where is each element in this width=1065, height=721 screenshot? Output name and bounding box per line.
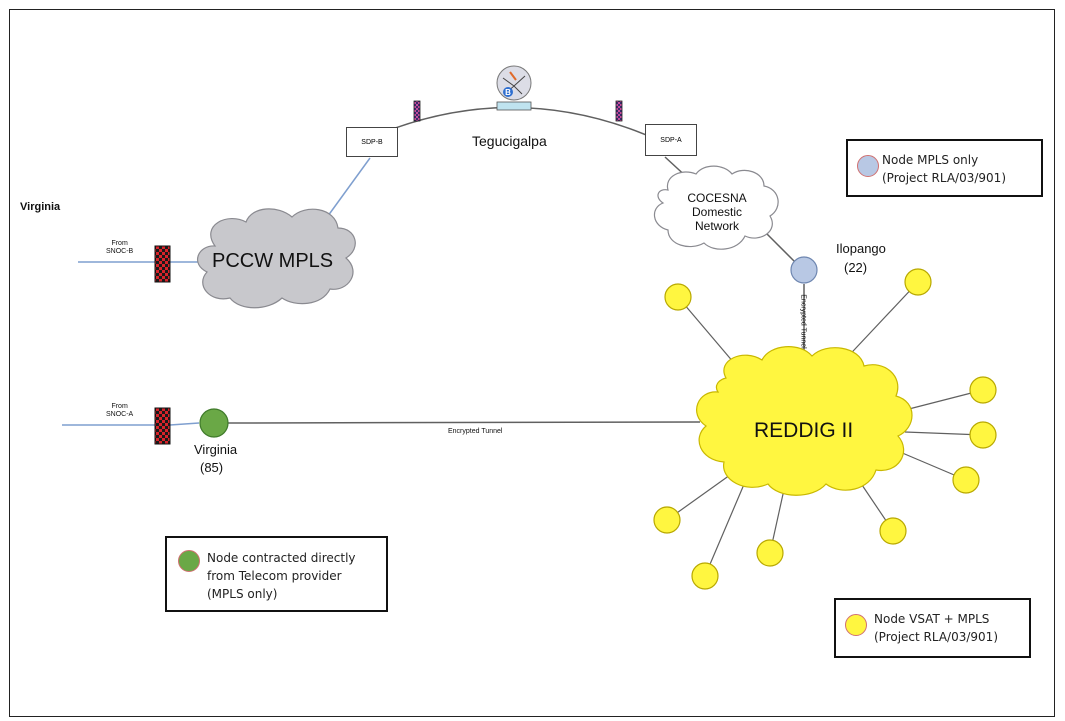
arc-demarc-left-icon — [413, 100, 421, 122]
router-icon: B — [496, 65, 532, 111]
cocesna-label: COCESNA Domestic Network — [680, 191, 754, 233]
mpls-only-swatch-icon — [857, 155, 879, 177]
legend-mpls-only-line1: Node MPLS only — [882, 153, 979, 167]
cocesna-label-line: COCESNA — [687, 191, 747, 205]
vsat-node[interactable] — [969, 376, 997, 404]
pccw-mpls-label: PCCW MPLS — [212, 250, 334, 272]
arc-demarc-right-icon — [615, 100, 623, 122]
legend-mpls-only: Node MPLS only (Project RLA/03/901) — [846, 139, 1043, 197]
virginia-node-name: Virginia — [194, 442, 238, 457]
from-label: From — [111, 403, 128, 410]
legend-telecom-line2: from Telecom provider — [207, 569, 342, 583]
snoc-b-demarc-icon — [154, 245, 171, 283]
legend-telecom-line3: (MPLS only) — [207, 587, 278, 601]
legend-vsat-mpls: Node VSAT + MPLS (Project RLA/03/901) — [834, 598, 1031, 658]
vsat-node[interactable] — [691, 562, 719, 590]
sdp-a-label: SDP-A — [660, 136, 682, 144]
virginia-node[interactable] — [199, 408, 229, 438]
link-sdpb-pccw — [324, 157, 371, 221]
ilopango-node[interactable] — [790, 256, 818, 284]
link-snoca-virginia — [169, 422, 200, 426]
reddig-ii-label: REDDIG II — [754, 419, 854, 442]
vsat-node[interactable] — [653, 506, 681, 534]
telecom-swatch-icon — [178, 550, 200, 572]
sdp-b-label: SDP-B — [361, 138, 383, 146]
snoc-a-label: SNOC-A — [106, 411, 134, 418]
sdp-a-box[interactable]: SDP-A — [645, 124, 697, 156]
cocesna-cloud — [654, 165, 779, 250]
from-snoc-a-label: From SNOC-A — [106, 403, 133, 419]
ilopango-id: (22) — [844, 260, 868, 275]
virginia-node-id: (85) — [200, 460, 224, 475]
legend-telecom: Node contracted directly from Telecom pr… — [165, 536, 388, 612]
vsat-node[interactable] — [952, 466, 980, 494]
vsat-node[interactable] — [756, 539, 784, 567]
legend-vsat-line1: Node VSAT + MPLS — [874, 612, 990, 626]
pccw-mpls-cloud — [196, 208, 356, 309]
vsat-node[interactable] — [664, 283, 692, 311]
svg-text:B: B — [505, 88, 511, 97]
ilopango-name: Ilopango — [836, 241, 886, 256]
vsat-node[interactable] — [904, 268, 932, 296]
snoc-b-label: SNOC-B — [106, 248, 134, 255]
legend-mpls-only-line2: (Project RLA/03/901) — [882, 171, 1007, 185]
vsat-node[interactable] — [879, 517, 907, 545]
cocesna-label-line: Network — [694, 219, 739, 233]
vsat-swatch-icon — [845, 614, 867, 636]
virginia-region-title: Virginia — [20, 201, 61, 213]
link-cocesna-ilopango — [764, 231, 796, 263]
reddig-ii-cloud — [696, 346, 913, 496]
snoc-a-demarc-icon — [154, 407, 171, 445]
encrypted-tunnel-vertical-label: Encrypted Tunnel — [799, 294, 807, 349]
legend-telecom-line1: Node contracted directly — [207, 551, 356, 565]
encrypted-tunnel-label: Encrypted Tunnel — [448, 428, 503, 435]
legend-vsat-line2: (Project RLA/03/901) — [874, 630, 999, 644]
vsat-node[interactable] — [969, 421, 997, 449]
diagram-frame — [9, 9, 1055, 717]
from-snoc-b-label: From SNOC-B — [106, 240, 133, 256]
vsat-nodes — [653, 268, 997, 590]
from-label: From — [111, 240, 128, 247]
sdp-b-box[interactable]: SDP-B — [346, 127, 398, 157]
cocesna-label-line: Domestic — [691, 205, 742, 219]
tegucigalpa-label: Tegucigalpa — [472, 133, 547, 149]
encrypted-tunnel-line — [227, 421, 701, 424]
